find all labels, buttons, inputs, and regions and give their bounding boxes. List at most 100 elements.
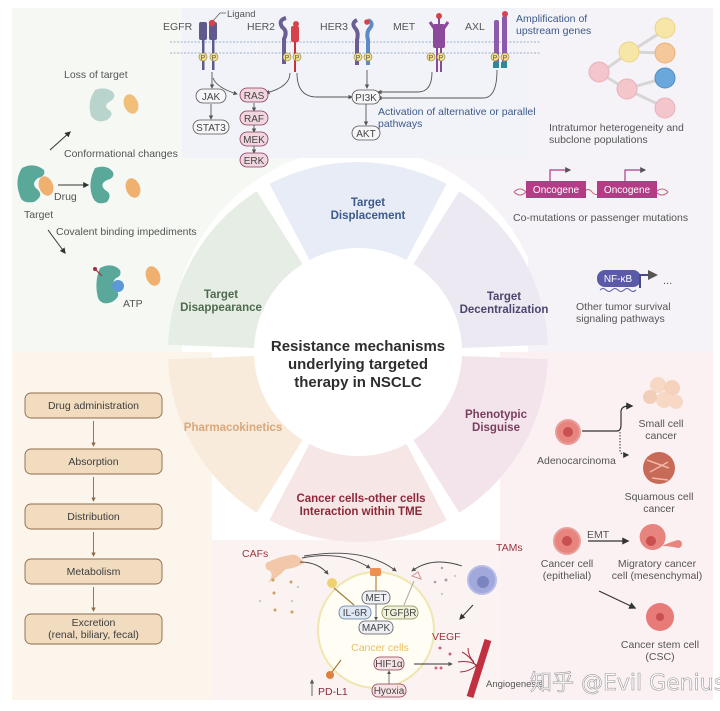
phospho-label: P bbox=[503, 55, 508, 62]
node-hypoxia-label: Hyoxia bbox=[374, 686, 405, 697]
segment-label-displacement-1[interactable]: Target bbox=[351, 197, 385, 209]
phospho-icon bbox=[436, 52, 446, 62]
pharmacokinetics-panel: Drug administrationAbsorptionDistributio… bbox=[24, 392, 163, 645]
node-akt-label: AKT bbox=[356, 129, 375, 140]
pk-step-box bbox=[24, 558, 163, 585]
pk-step-3: Distribution bbox=[24, 503, 163, 530]
wheel-segment-disappearance[interactable] bbox=[168, 191, 303, 349]
watermark: 知乎 @Evil Genius bbox=[530, 671, 720, 696]
phospho-icon bbox=[353, 52, 363, 62]
activation-label-1: Activation of alternative or parallel bbox=[378, 106, 536, 118]
segment-label-disappearance-1[interactable]: Target bbox=[204, 289, 238, 301]
node-stat3: STAT3 bbox=[192, 119, 230, 135]
phospho-label: P bbox=[201, 55, 206, 62]
segment-label-decentralization-2[interactable]: Decentralization bbox=[460, 304, 549, 316]
center-title-line-3: therapy in NSCLC bbox=[294, 374, 422, 391]
wheel-segment-displacement[interactable] bbox=[269, 162, 447, 261]
tam-secretion-dots bbox=[433, 566, 457, 596]
subclone-tree-icon bbox=[588, 17, 676, 119]
protein-faded-icon bbox=[89, 88, 115, 122]
node-tgfbr-label: TGFβR bbox=[384, 608, 417, 619]
segment-label-tme-1[interactable]: Cancer cells-other cells bbox=[296, 493, 425, 505]
phospho-label: P bbox=[439, 55, 444, 62]
wheel-segment-phenotypic[interactable] bbox=[413, 355, 548, 513]
drug-icon bbox=[38, 176, 54, 196]
arrow-caf-il6r bbox=[299, 561, 329, 575]
cafs-label: CAFs bbox=[242, 548, 268, 560]
arrow-covalent bbox=[47, 229, 66, 254]
amplification-label-1: Amplification of bbox=[516, 13, 587, 25]
caf-cell-icon bbox=[265, 554, 304, 583]
wheel-center-circle bbox=[258, 252, 458, 452]
arrow-tam bbox=[411, 561, 463, 572]
wheel-segment-tme[interactable] bbox=[269, 443, 447, 542]
loss-of-target-label: Loss of target bbox=[64, 69, 128, 81]
il6r-receptor-icon bbox=[327, 578, 337, 588]
node-mek: MEK bbox=[239, 131, 269, 147]
squamous-label-2: cancer bbox=[643, 503, 675, 515]
csc-label-2: (CSC) bbox=[645, 651, 674, 663]
blood-vessel-icon bbox=[457, 638, 492, 699]
target-disappearance-panel: Loss of target Conformational changes Dr… bbox=[17, 69, 197, 310]
pdl1-label: PD-L1 bbox=[318, 686, 348, 698]
pk-step-label: Excretion bbox=[72, 617, 116, 629]
epithelial-nucleus bbox=[562, 536, 572, 546]
drug-faded-icon bbox=[123, 94, 139, 114]
small-cell-label-2: cancer bbox=[645, 430, 677, 442]
migratory-label-1: Migratory cancer bbox=[618, 558, 697, 570]
node-pi3k: PI3K bbox=[351, 89, 381, 105]
tgfbr-stalk bbox=[403, 580, 415, 606]
other-pathways-label-1: Other tumor survival bbox=[576, 301, 671, 313]
node-raf: RAF bbox=[239, 110, 269, 126]
center-title-line-2: underlying targeted bbox=[288, 356, 428, 373]
segment-label-decentralization-1[interactable]: Target bbox=[487, 291, 521, 303]
node-stat3-label: STAT3 bbox=[196, 123, 226, 134]
squamous-cell-icon bbox=[643, 452, 675, 484]
heterogeneity-label-1: Intratumor heterogeneity and bbox=[549, 122, 684, 134]
phospho-icon bbox=[198, 52, 208, 62]
pk-step-label: Drug administration bbox=[48, 400, 139, 412]
oncogene-box-2: Oncogene bbox=[597, 167, 657, 198]
phospho-icon bbox=[282, 52, 292, 62]
wheel-segment-decentralization[interactable] bbox=[413, 191, 548, 349]
migratory-nucleus bbox=[646, 536, 656, 546]
tgfbr-receptor-icon bbox=[410, 571, 422, 580]
amplification-label-2: upstream genes bbox=[516, 25, 591, 37]
center-title-line-1: Resistance mechanisms bbox=[271, 338, 445, 355]
wheel-segment-pharmacokinetics[interactable] bbox=[168, 355, 303, 513]
node-mek-label: MEK bbox=[243, 135, 265, 146]
arrow-squamous bbox=[619, 432, 630, 458]
segment-label-phenotypic-1[interactable]: Phenotypic bbox=[465, 409, 528, 421]
epithelial-label-1: Cancer cell bbox=[541, 558, 594, 570]
tams-label: TAMs bbox=[496, 542, 523, 554]
node-mapk-label: MAPK bbox=[362, 623, 391, 634]
drug-label: Drug bbox=[54, 191, 77, 203]
arrow-tam-vegf bbox=[459, 604, 474, 620]
segment-label-displacement-2[interactable]: Displacement bbox=[331, 210, 406, 222]
covalent-protein-icon bbox=[96, 265, 121, 304]
heterogeneity-label-2: subclone populations bbox=[549, 134, 648, 146]
pk-step-label: Absorption bbox=[68, 456, 118, 468]
cancer-cells-label: Cancer cells bbox=[351, 642, 409, 654]
node-erk-label: ERK bbox=[244, 156, 265, 167]
segment-label-tme-2[interactable]: Interaction within TME bbox=[300, 506, 423, 518]
emt-label: EMT bbox=[587, 529, 610, 541]
node-akt: AKT bbox=[351, 125, 381, 141]
mechanism-wheel bbox=[168, 162, 548, 542]
node-jak: JAK bbox=[195, 88, 227, 104]
phospho-icon bbox=[363, 52, 373, 62]
oncogene-label-1: Oncogene bbox=[533, 185, 580, 196]
segment-label-phenotypic-2[interactable]: Disguise bbox=[472, 422, 520, 434]
node-hif1a-label: HIF1α bbox=[375, 659, 403, 670]
node-raf-label: RAF bbox=[244, 114, 264, 125]
node-pi3k-label: PI3K bbox=[355, 93, 377, 104]
phospho-label: P bbox=[429, 55, 434, 62]
segment-label-disappearance-2[interactable]: Disappearance bbox=[180, 302, 262, 314]
phospho-icon bbox=[209, 52, 219, 62]
node-ras-label: RAS bbox=[244, 91, 265, 102]
segment-label-pharmacokinetics[interactable]: Pharmacokinetics bbox=[184, 422, 282, 434]
phospho-label: P bbox=[356, 55, 361, 62]
receptor-label-egfr: EGFR bbox=[163, 21, 193, 33]
phospho-icon bbox=[490, 52, 500, 62]
